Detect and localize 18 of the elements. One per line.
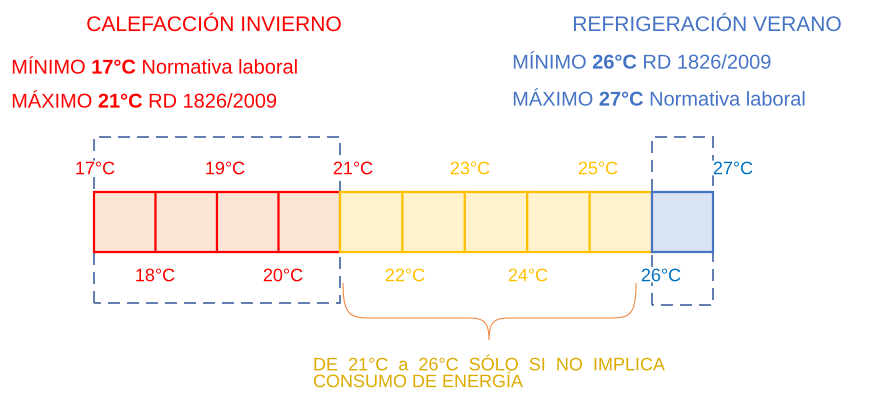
temperature-label: 21°C xyxy=(332,160,374,176)
temperature-label: 18°C xyxy=(134,268,176,282)
temperature-label: 26°C xyxy=(640,268,682,282)
temperature-label: 19°C xyxy=(204,160,246,176)
note-text: DE 21°C a 26°C SÓLO SI NO IMPLICA CONSUMO DE ENERGÍA xyxy=(312,354,666,388)
temperature-label: 22°C xyxy=(384,268,426,282)
temperature-label: 24°C xyxy=(506,268,550,282)
temperature-label: 20°C xyxy=(262,268,304,282)
temperature-label: 27°C xyxy=(712,160,754,176)
heading: REFRIGERACIÓN VERANO xyxy=(571,12,843,32)
limit-text: MÁXIMO 27°C Normativa laboral xyxy=(511,87,807,107)
temperature-label: 17°C xyxy=(74,160,116,176)
temperature-label: 25°C xyxy=(576,160,620,176)
heading: CALEFACCIÓN INVIERNO xyxy=(85,12,343,32)
limit-text: MÁXIMO 21°C RD 1826/2009 xyxy=(10,89,278,109)
limit-text: MÍNIMO 17°C Normativa laboral xyxy=(10,55,300,75)
limit-text: MÍNIMO 26°C RD 1826/2009 xyxy=(511,50,772,70)
temperature-label: 23°C xyxy=(448,160,492,176)
